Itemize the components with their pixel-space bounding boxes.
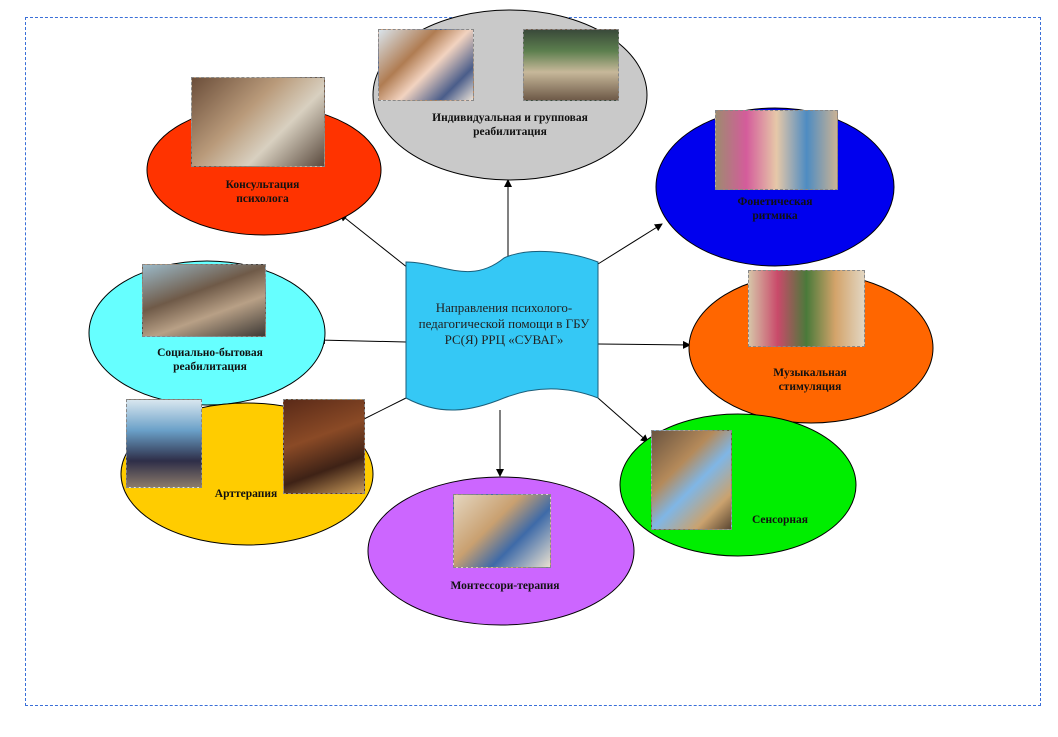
photo-individual-1 bbox=[378, 29, 474, 101]
arrow-to-phonetic bbox=[597, 223, 663, 265]
center-title: Направления психолого-педагогической пом… bbox=[418, 300, 590, 347]
node-sensory-label: Сенсорная bbox=[751, 514, 809, 526]
arrow-to-sensory bbox=[597, 397, 649, 443]
connector-arrows bbox=[317, 179, 691, 477]
arrow-to-music bbox=[597, 340, 691, 349]
node-consult-label: Консультация психолога bbox=[225, 179, 300, 205]
node-social-label: Социально-бытовая реабилитация bbox=[157, 347, 263, 373]
node-phonetic-label: Фонетическая ритмика bbox=[737, 196, 813, 222]
photo-art-1 bbox=[126, 399, 202, 488]
node-individual-label: Индивидуальная и групповая реабилитация bbox=[432, 112, 588, 138]
photo-art-2 bbox=[283, 399, 365, 494]
photo-phonetic bbox=[715, 110, 838, 190]
photo-sensory bbox=[651, 430, 732, 530]
photo-social bbox=[142, 264, 266, 337]
photo-individual-2 bbox=[523, 29, 619, 101]
arrow-to-social bbox=[317, 336, 407, 345]
node-art-label: Арттерапия bbox=[214, 488, 278, 500]
node-montessori-label: Монтессори-терапия bbox=[450, 580, 560, 592]
arrow-to-consult bbox=[339, 213, 409, 269]
photo-consult bbox=[191, 77, 325, 167]
photo-music bbox=[748, 270, 865, 347]
arrow-to-art bbox=[361, 397, 407, 421]
center-scroll-shape bbox=[405, 250, 599, 411]
node-music-label: Музыкальная стимуляция bbox=[773, 367, 847, 393]
photo-montessori bbox=[453, 494, 551, 568]
